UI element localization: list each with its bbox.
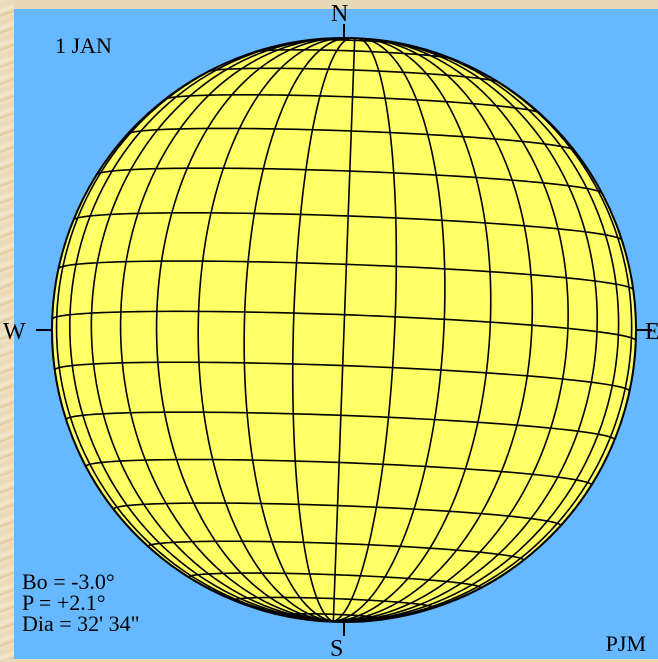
- meridian-line: [333, 54, 633, 623]
- heliographic-grid: [51, 37, 637, 623]
- parallel-line: [233, 596, 435, 608]
- meridian-line: [291, 37, 352, 623]
- parallel-line: [147, 540, 525, 561]
- parallel-line: [207, 67, 499, 83]
- parallel-line: [127, 127, 575, 151]
- meridian-line: [197, 37, 345, 623]
- parameter-p-label: P: [22, 590, 34, 615]
- meridian-line: [333, 39, 599, 623]
- meridian-line: [333, 37, 398, 623]
- parchment-edge: [0, 0, 14, 659]
- credit-label: PJM: [605, 631, 646, 656]
- parameter-p: P = +2.1°: [22, 590, 140, 615]
- parameter-b0-label: Bo: [22, 569, 48, 594]
- meridian-line: [333, 39, 569, 623]
- parameter-p-value: = +2.1°: [38, 590, 106, 615]
- parallel-line: [96, 167, 603, 194]
- east-label: E: [645, 319, 658, 345]
- parallel-line: [112, 502, 562, 526]
- parallel-line: [65, 411, 616, 440]
- parameter-dia-label: Dia: [22, 611, 54, 636]
- parallel-line: [58, 260, 634, 290]
- meridian-line: [90, 37, 334, 623]
- meridian-line: [119, 37, 334, 623]
- parallel-line: [85, 458, 593, 486]
- west-label: W: [3, 319, 26, 345]
- north-label: N: [331, 1, 349, 27]
- date-label: 1 JAN: [55, 33, 112, 58]
- meridian-line: [155, 37, 342, 623]
- parameter-dia: Dia = 32' 34": [22, 611, 140, 636]
- meridian-line: [55, 48, 334, 623]
- parallel-line: [306, 38, 403, 45]
- meridian-line: [51, 319, 334, 623]
- parallel-line: [54, 361, 631, 392]
- parallel-line: [73, 212, 623, 241]
- meridian-line: [333, 340, 637, 623]
- meridian-line: [333, 43, 620, 623]
- parallel-line: [255, 48, 453, 60]
- parallel-line: [164, 93, 540, 114]
- parallel-line: [282, 612, 385, 620]
- south-label: S: [330, 636, 344, 662]
- meridian-line: [333, 37, 446, 623]
- parameter-b0: Bo = -3.0°: [22, 569, 140, 594]
- solar-parameters: Bo = -3.0° P = +2.1° Dia = 32' 34": [22, 569, 140, 636]
- parallel-line: [51, 310, 637, 341]
- parallel-line: [188, 572, 482, 588]
- meridian-line: [332, 38, 356, 622]
- meridian-line: [243, 37, 348, 623]
- meridian-line: [333, 38, 534, 623]
- parameter-dia-value: = 32' 34": [59, 611, 140, 636]
- parameter-b0-value: = -3.0°: [53, 569, 115, 594]
- meridian-line: [68, 39, 334, 623]
- meridian-line: [333, 37, 492, 623]
